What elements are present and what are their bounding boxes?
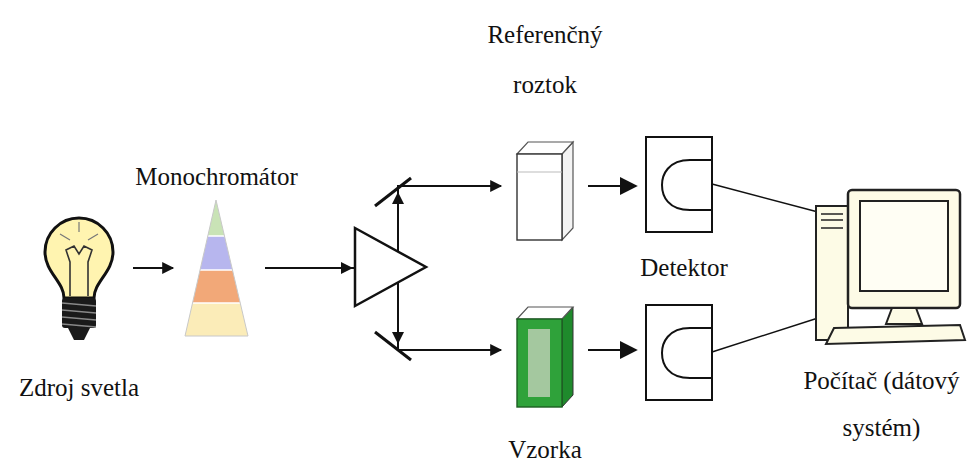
arrow-head <box>392 192 404 204</box>
beam-splitter <box>355 228 426 306</box>
light-beam <box>588 349 636 351</box>
light-beam-arrow <box>133 267 173 269</box>
data-cable <box>712 318 818 352</box>
computer-shape <box>812 188 967 353</box>
arrow-head <box>392 332 404 344</box>
sample-cuvette-shape <box>515 303 575 409</box>
sample-cuvette: Vzorka <box>515 303 575 409</box>
reference-cuvette-shape <box>515 140 575 242</box>
data-cable <box>712 184 818 212</box>
reference-cuvette: Referenčný roztok <box>515 140 575 242</box>
component-label: Zdroj svetla <box>0 373 164 403</box>
detector-label: Detektor <box>640 253 727 283</box>
component-label: Monochromátor <box>117 162 317 192</box>
monochromator-prism: Monochromátor <box>183 198 250 338</box>
mirror <box>375 332 411 360</box>
detector-symbol <box>646 305 712 400</box>
detector-symbol <box>646 137 712 232</box>
light-beam <box>588 185 636 187</box>
light-source: Zdroj svetla <box>40 210 118 345</box>
light-source-shape <box>40 210 118 345</box>
arrow-head <box>341 262 353 274</box>
monochromator-prism-shape <box>183 198 250 338</box>
component-label: Referenčný roztok <box>470 10 620 110</box>
component-label: Vzorka <box>485 435 605 465</box>
mirror <box>375 178 411 206</box>
computer: Počítač (dátový systém) <box>812 188 967 353</box>
component-label: Počítač (dátový systém) <box>789 357 974 451</box>
